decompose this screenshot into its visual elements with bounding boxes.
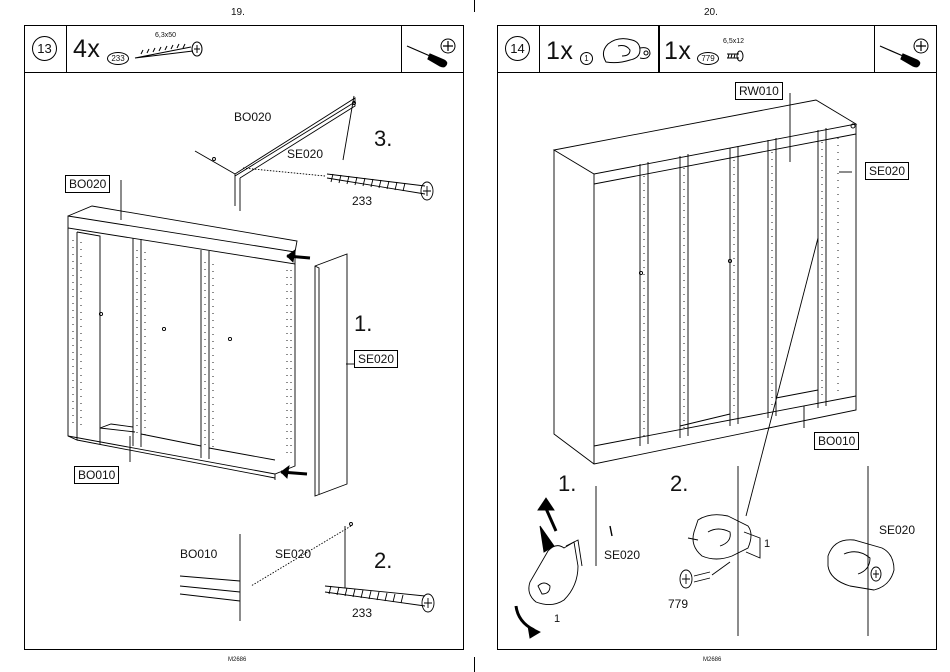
label-screw-779: 779 [668, 597, 688, 611]
detail-2-fitting [680, 466, 760, 636]
label-screw-233-bottom: 233 [352, 606, 372, 620]
screw-233-top [327, 174, 433, 200]
page-number-left: 19. [231, 7, 245, 18]
label-se020-detail-3: SE020 [879, 523, 915, 537]
label-bo020-top: BO020 [234, 110, 271, 124]
label-bo020-box: BO020 [65, 175, 110, 193]
label-part-1-detail-1: 1 [554, 613, 560, 625]
substep-2: 2. [670, 471, 688, 497]
page-number-right: 20. [704, 7, 718, 18]
label-se020-bottom: SE020 [275, 547, 311, 561]
center-mark-top [474, 0, 475, 12]
label-bo010-box: BO010 [814, 432, 859, 450]
label-bo010-box: BO010 [74, 466, 119, 484]
assembly-drawing-step-14 [498, 26, 938, 651]
substep-3: 3. [374, 126, 392, 152]
footer-code-left: M2686 [228, 657, 246, 663]
screw-233-bottom [325, 586, 434, 612]
label-part-1-detail-2: 1 [764, 538, 770, 550]
instruction-panel-step-14: 14 1x 1 1x 779 6,5x12 [497, 25, 937, 650]
substep-1: 1. [354, 311, 372, 337]
instruction-panel-step-13: 13 4x 233 6,3x50 [24, 25, 464, 650]
label-bo010-bottom: BO010 [180, 547, 217, 561]
label-se020-detail-1: SE020 [604, 548, 640, 562]
label-screw-233-top: 233 [352, 194, 372, 208]
detail-3-fitting [828, 466, 894, 636]
substep-2: 2. [374, 548, 392, 574]
label-se020-box: SE020 [354, 350, 398, 368]
substep-1: 1. [558, 471, 576, 497]
label-rw010-box: RW010 [735, 82, 783, 100]
detail-1-fitting [516, 486, 612, 638]
footer-code-right: M2686 [703, 657, 721, 663]
center-mark-bottom [474, 657, 475, 672]
label-se020-top: SE020 [287, 147, 323, 161]
label-se020-box: SE020 [865, 162, 909, 180]
